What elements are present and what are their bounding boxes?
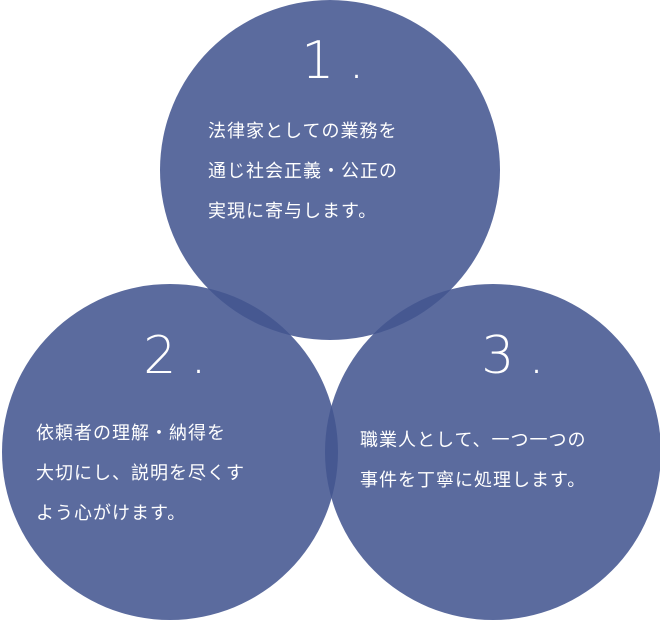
principle-number-1: 1. bbox=[301, 31, 379, 91]
principle-number-3: 3. bbox=[481, 326, 559, 386]
principle-circle-1 bbox=[160, 0, 500, 340]
principle-1-line: 法律家としての業務を bbox=[208, 121, 398, 142]
principle-3-line: 事件を丁寧に処理します。 bbox=[360, 470, 587, 491]
principle-text-3: 職業人として、一つ一つの 事件を丁寧に処理します。 bbox=[360, 421, 587, 501]
principle-text-1: 法律家としての業務を 通じ社会正義・公正の 実現に寄与します。 bbox=[208, 112, 398, 232]
principle-1-line: 通じ社会正義・公正の bbox=[208, 161, 398, 182]
principle-1-line: 実現に寄与します。 bbox=[208, 201, 378, 222]
principle-circle-3 bbox=[325, 284, 660, 620]
principle-2-line: 大切にし、説明を尽くす bbox=[36, 463, 245, 484]
principle-2-line: 依頼者の理解・納得を bbox=[36, 423, 226, 444]
principle-circle-2 bbox=[2, 284, 338, 620]
principle-2-line: よう心がけます。 bbox=[36, 503, 187, 524]
principle-number-2: 2. bbox=[143, 326, 221, 386]
principle-3-line: 職業人として、一つ一つの bbox=[360, 430, 587, 451]
principle-text-2: 依頼者の理解・納得を 大切にし、説明を尽くす よう心がけます。 bbox=[36, 414, 245, 534]
